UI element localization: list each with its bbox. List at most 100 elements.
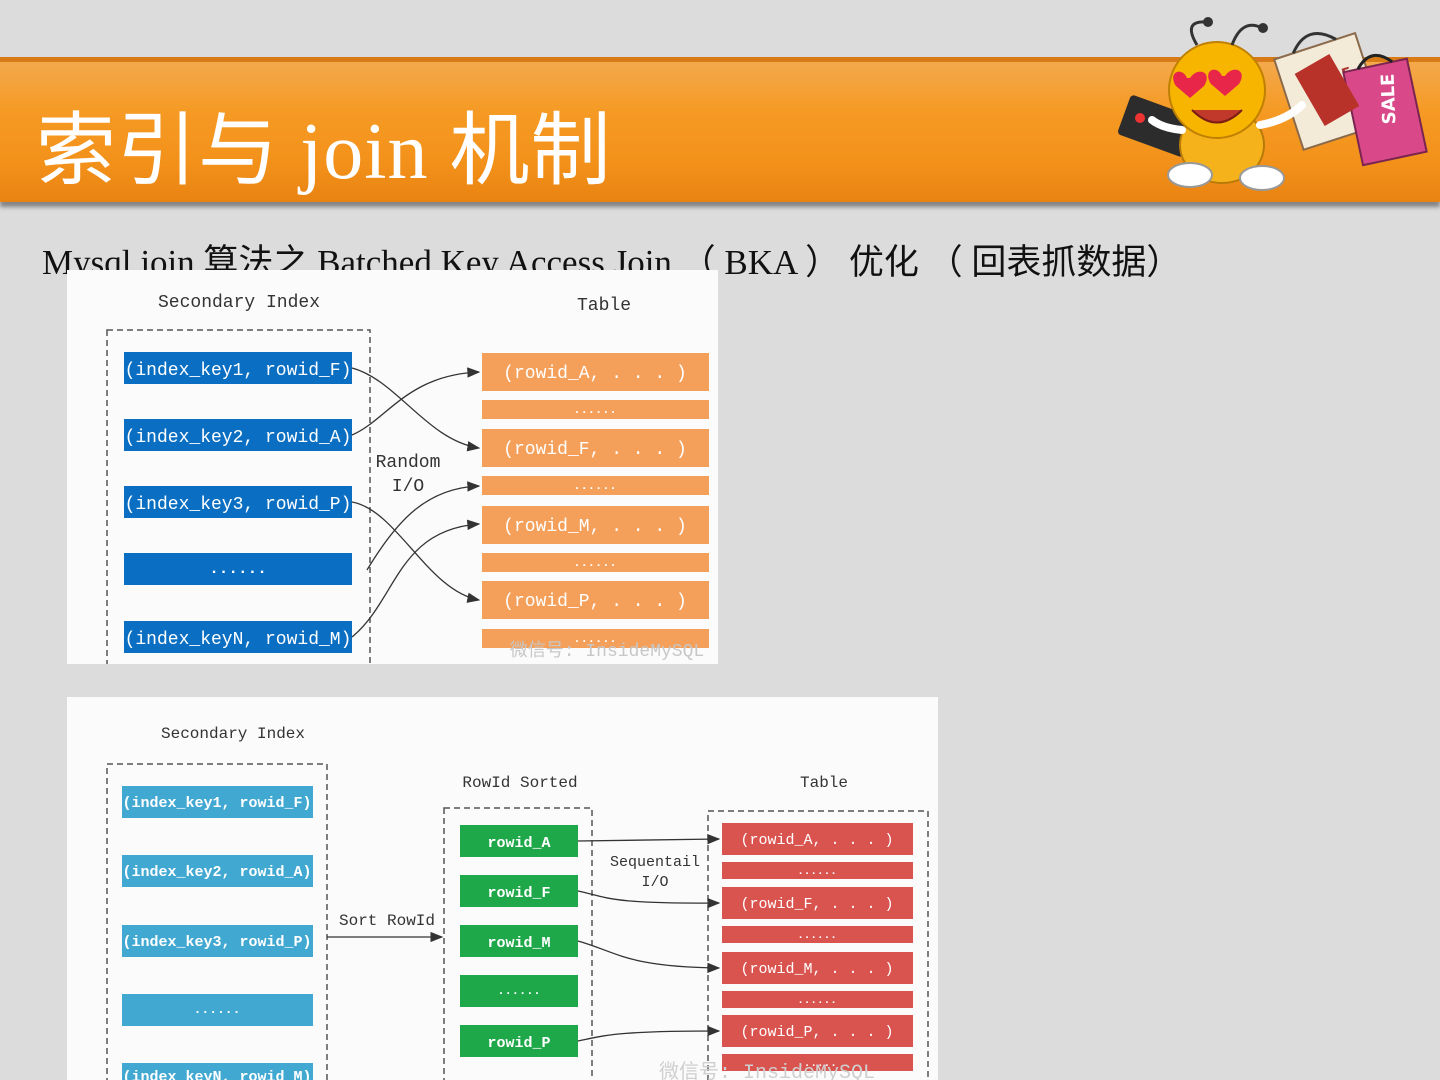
random-io-diagram-svg: Secondary Index Table (index_key1, rowid… [106,293,709,664]
sorted-rowid-label: rowid_A [487,835,550,852]
secondary-index-box [106,763,328,1080]
sequential-io-label: I/O [641,874,668,891]
index-entry [122,994,313,1026]
arrow [366,481,481,571]
table-row [482,476,709,495]
arrow [351,367,481,436]
index-entry [122,1063,313,1080]
sorted-rowid-label: rowid_P [487,1035,550,1052]
table-row-label: ...... [573,403,616,417]
secondary-index-label: Secondary Index [161,725,305,743]
bka-sequential-io-diagram: Secondary Index RowId Sorted Table (inde… [67,697,938,1080]
sorted-rowid-label: rowid_M [487,935,550,952]
arrow [577,833,721,845]
index-entry [122,786,313,818]
random-io-label: I/O [392,477,424,497]
table-row [482,629,709,648]
sorted-rowid [460,925,578,957]
table-row [722,887,913,919]
table-row-label: (rowid_P, . . . ) [503,592,687,612]
sequential-io-arrows [577,833,721,1042]
table-label: Table [800,774,848,792]
sorted-rowids: rowid_A rowid_F rowid_M ...... rowid_P [460,825,578,1057]
table-rows: (rowid_A, . . . ) ...... (rowid_F, . . .… [482,353,709,648]
bag-text-2: SALE [1378,73,1401,124]
random-io-arrows [351,367,481,638]
table-row-label: (rowid_M, . . . ) [503,517,687,537]
table-row [722,926,913,943]
table-row [722,1054,913,1071]
index-entry-label: (index_key1, rowid_F) [125,361,352,381]
bee-shopping-mascot-icon: SALE SALE [1118,17,1428,191]
table-row-label: ...... [573,632,616,646]
table-row-label: (rowid_F, . . . ) [740,896,893,913]
arrow [577,940,721,974]
index-entry-label: ...... [194,1002,241,1017]
table-row-label: (rowid_A, . . . ) [503,364,687,384]
table-row [722,862,913,879]
index-entries: (index_key1, rowid_F) (index_key2, rowid… [122,786,313,1080]
sequential-io-diagram-svg: Secondary Index RowId Sorted Table (inde… [106,725,929,1080]
table-box [707,810,929,1080]
table-row [482,506,709,544]
index-entry [122,855,313,887]
table-label: Table [577,296,631,316]
secondary-index-box [106,329,371,664]
index-entry-label: (index_key3, rowid_P) [125,495,352,515]
index-entry [124,553,352,585]
table-row [482,429,709,467]
sorted-rowid [460,825,578,857]
sorted-rowid [460,1025,578,1057]
table-row-label: (rowid_F, . . . ) [503,440,687,460]
table-row [482,400,709,419]
index-entries: (index_key1, rowid_F) (index_key2, rowid… [124,352,352,653]
table-row [482,353,709,391]
random-io-label: Random [376,453,441,473]
table-rows: (rowid_A, . . . ) ...... (rowid_F, . . .… [722,823,913,1071]
slide-title: 索引与 join 机制 [36,108,612,196]
table-row [722,952,913,984]
index-entry [124,352,352,384]
index-entry-label: (index_keyN, rowid_M) [125,630,352,650]
table-row [722,823,913,855]
index-entry-label: (index_key2, rowid_A) [122,864,311,881]
table-row-label: (rowid_P, . . . ) [740,1024,893,1041]
index-entry-label: (index_key1, rowid_F) [122,795,311,812]
arrow [351,519,481,638]
sequential-io-label: Sequentail [610,854,700,871]
watermark: 微信号: InsideMySQL [510,640,704,662]
index-entry [124,419,352,451]
arrow [351,501,481,603]
table-row [482,553,709,572]
arrow [577,1025,721,1042]
table-row [722,991,913,1008]
sorted-rowid-label: ...... [497,984,540,998]
index-entry-label: (index_key2, rowid_A) [125,428,352,448]
table-row-label: ...... [573,556,616,570]
table-row-label: (rowid_M, . . . ) [740,961,893,978]
table-row-label: (rowid_A, . . . ) [740,832,893,849]
sorted-rowid [460,975,578,1007]
index-entry [122,925,313,957]
index-entry-label: (index_keyN, rowid_M) [122,1069,311,1080]
sorted-rowid-label: rowid_F [487,885,550,902]
arrow [351,367,481,452]
index-entry-label: ...... [209,560,267,578]
sorted-rowid [460,875,578,907]
table-row [482,581,709,619]
sort-rowid-label: Sort RowId [339,912,435,930]
index-entry-label: (index_key3, rowid_P) [122,934,311,951]
watermark: 微信号: InsideMySQL [659,1060,875,1080]
table-row-label: ...... [573,479,616,493]
table-row-label: ...... [797,1058,837,1070]
index-entry [124,621,352,653]
table-row-label: ...... [797,930,837,942]
table-row-label: ...... [797,995,837,1007]
table-row [722,1015,913,1047]
rowid-sorted-label: RowId Sorted [462,774,577,792]
bka-random-io-diagram: Secondary Index Table (index_key1, rowid… [67,270,718,664]
arrow [577,890,721,909]
secondary-index-label: Secondary Index [158,293,320,313]
table-row-label: ...... [797,866,837,878]
index-entry [124,486,352,518]
